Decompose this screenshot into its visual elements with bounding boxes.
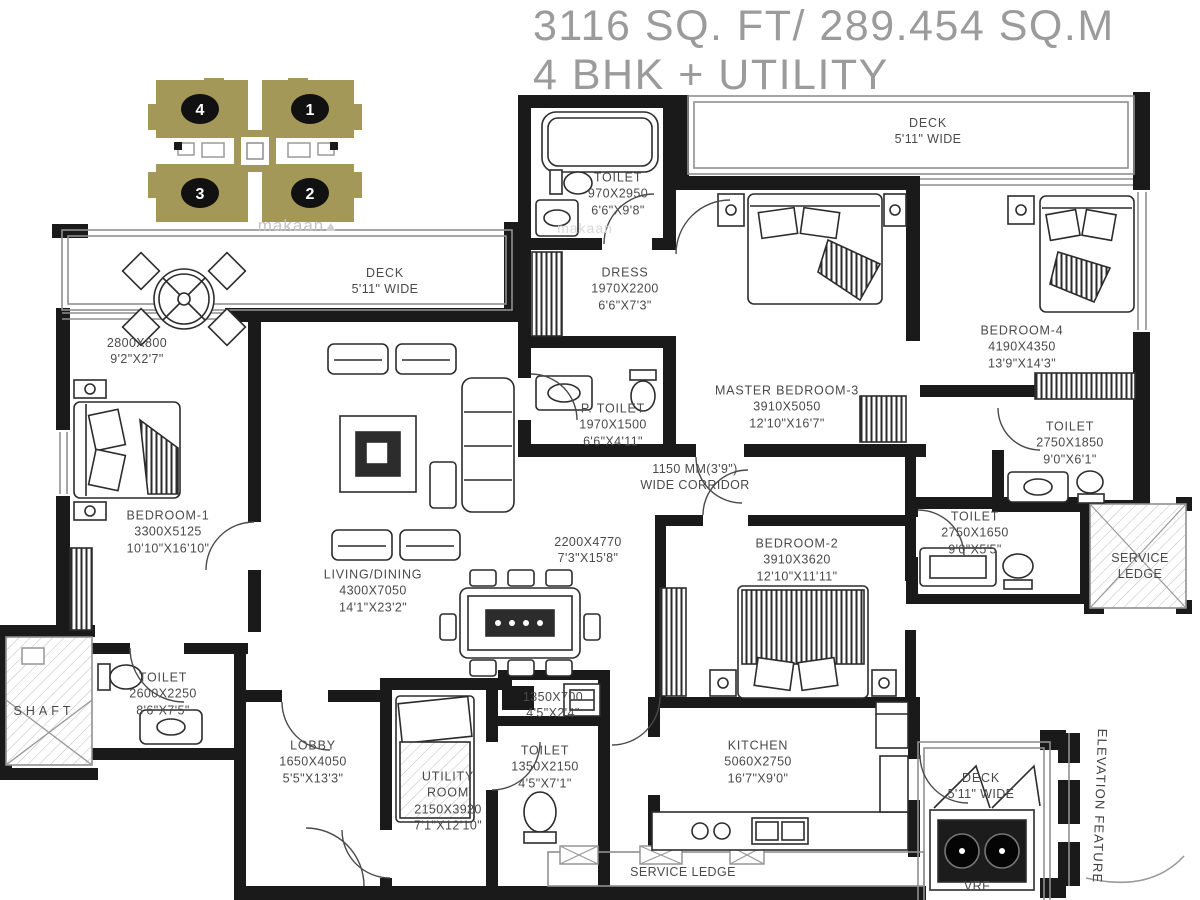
makaan-logo-caret [326,223,337,231]
label-service-ledge-bottom: SERVICE LEDGE [630,864,736,879]
label-deck-top-left: DECK 5'11" WIDE [351,265,419,296]
furniture [69,111,1136,891]
label-kitchen: KITCHEN 5060X2750 16'7"X9'0" [724,738,792,786]
shaft-and-ledges [5,503,1187,865]
label-deck-bottom-right: DECK 5'11" WIDE [947,770,1015,801]
label-master-bedroom-3: MASTER BEDROOM-3 3910X5050 12'10"X16'7" [714,383,860,431]
walls [0,92,1192,900]
watermark-makaan-faint: makaan [557,220,613,236]
key-plan-unit-numbers: 4 1 3 2 [181,94,329,208]
label-service-ledge-right: SERVICE LEDGE [1111,550,1169,581]
label-bedroom-1: BEDROOM-1 3300X5125 10'10"X16'10" [126,508,210,556]
door-arcs [129,193,1041,887]
label-vrf: VRF [963,878,991,893]
label-utility-room: UTILITY ROOM 2150X3920 7'1"X12'10" [413,769,483,833]
label-toilet-top: TOILET 970X2950 6'6"X9'8" [587,170,649,218]
label-dress: DRESS 1970X2200 6'6"X7'3" [591,265,659,313]
label-niche-size: 1350X700 4'5"X2'4" [522,689,584,720]
unit-number-1: 1 [306,102,315,119]
label-bedroom-4: BEDROOM-4 4190X4350 13'9"X14'3" [980,323,1064,371]
label-toilet-bedroom-2: TOILET 2750X1650 9'0"X5'5" [941,509,1009,557]
unit-number-2: 2 [306,186,315,203]
label-living-dining: LIVING/DINING 4300X7050 14'1"X23'2" [323,567,423,615]
label-corridor: 1150 MM(3'9") WIDE CORRIDOR [640,461,750,492]
title-area: 3116 SQ. FT/ 289.454 SQ.M [533,2,1115,50]
label-deck-table-size: 2800X800 9'2"X2'7" [106,335,168,366]
label-toilet-bedroom-1: TOILET 2600X2250 8'6"X7'5" [129,670,197,718]
watermark-makaan: makaan [258,216,337,236]
label-toilet-bedroom-4: TOILET 2750X1850 9'0"X6'1" [1036,419,1104,467]
label-deck-top-right: DECK 5'11" WIDE [894,115,962,146]
label-bedroom-2: BEDROOM-2 3910X3620 12'10"X11'11" [755,536,839,584]
title-config: 4 BHK + UTILITY [533,50,889,99]
page-title: 3116 SQ. FT/ 289.454 SQ.M 4 BHK + UTILIT… [533,2,1115,99]
unit-number-4: 4 [196,102,205,119]
label-shaft: SHAFT [13,703,75,718]
label-p-toilet: P. TOILET 1970X1500 6'6"X4'11" [579,401,647,449]
key-plan: 4 1 3 2 [148,78,362,222]
label-foyer-size: 2200X4770 7'3"X15'8" [554,534,622,565]
label-toilet-utility: TOILET 1350X2150 4'5"X7'1" [511,743,579,791]
thin-lines [59,95,1185,900]
unit-number-3: 3 [196,186,205,203]
label-lobby: LOBBY 1650X4050 5'5"X13'3" [279,738,347,786]
key-plan-footprint [148,78,362,222]
